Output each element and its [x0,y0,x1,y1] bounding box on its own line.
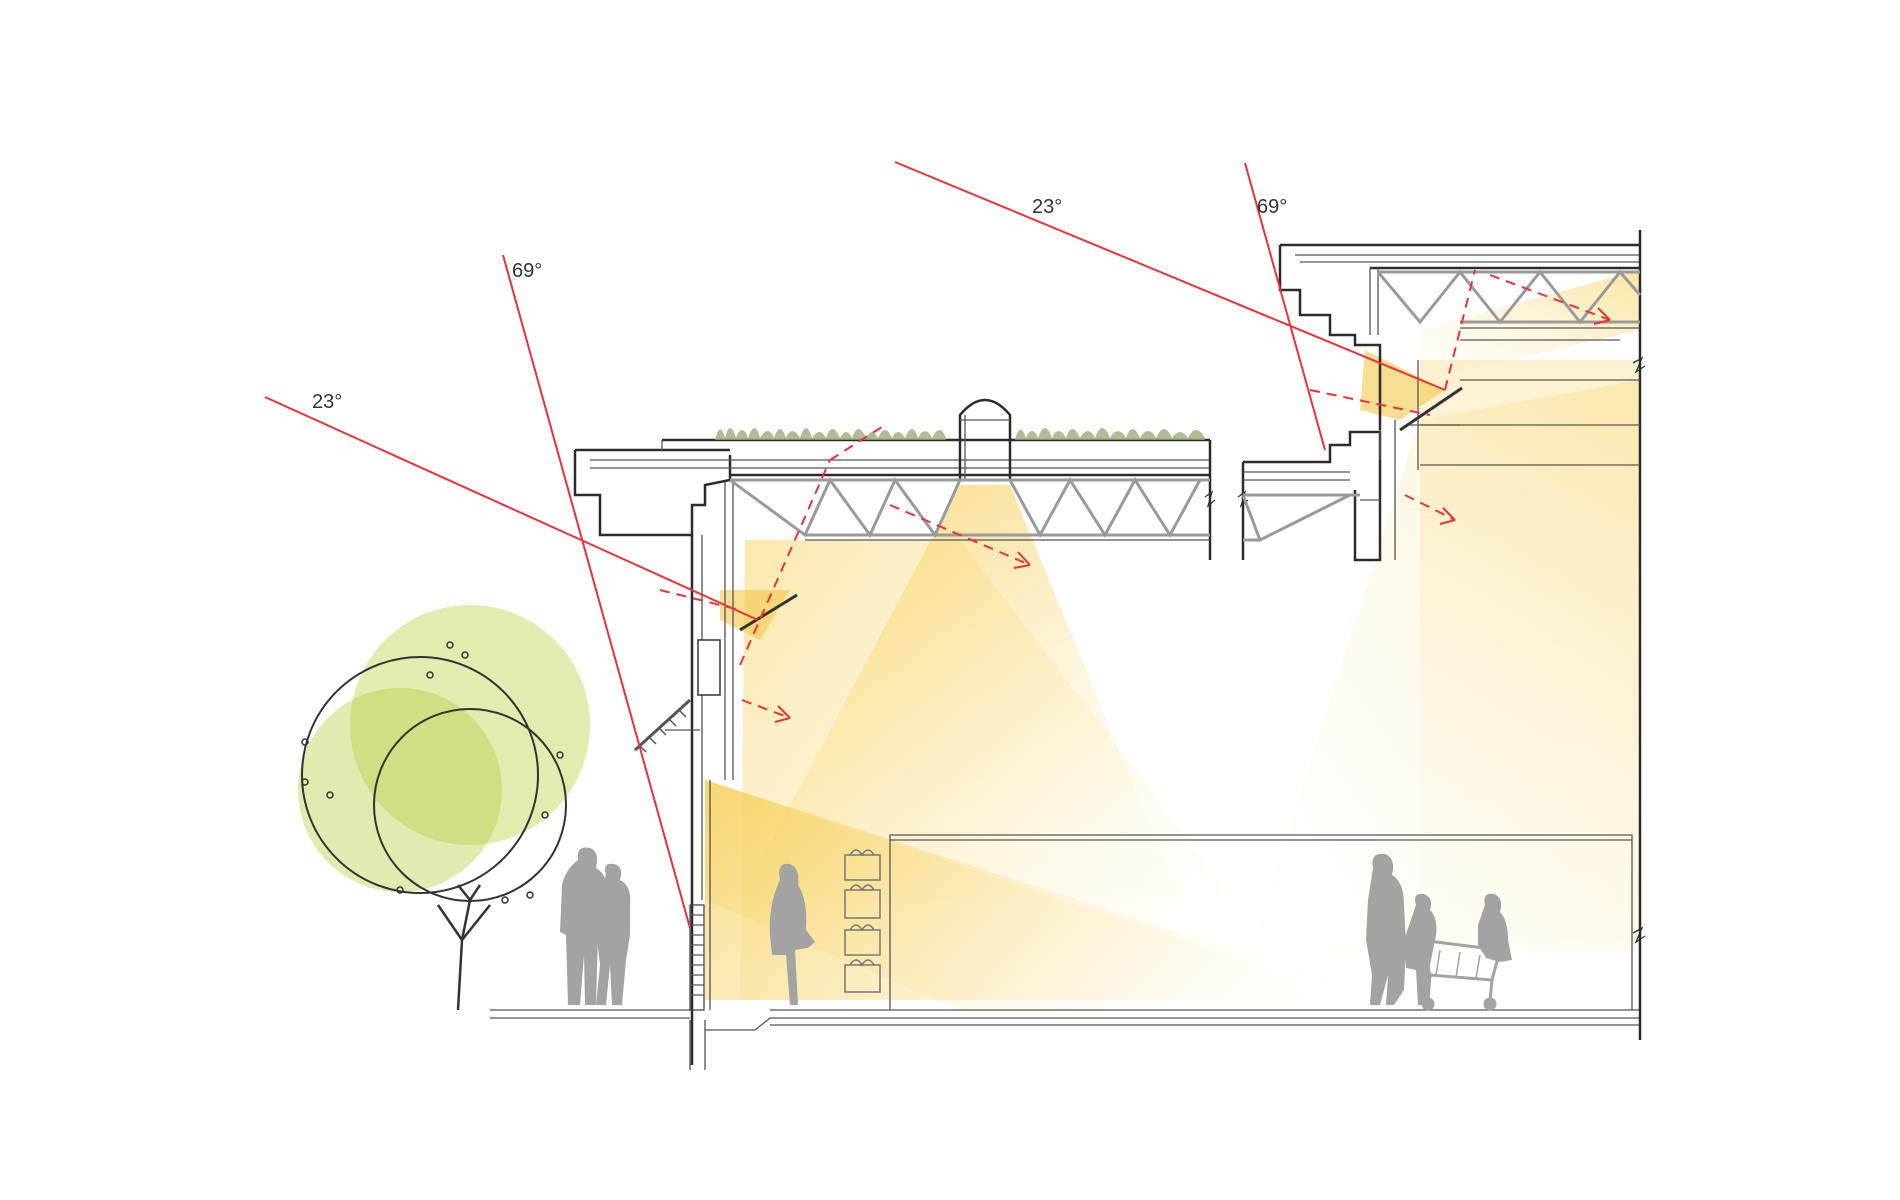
outdoor-person-man [560,847,608,1005]
left-low-ray-interior [741,699,791,719]
shopper-standing [1366,853,1406,1005]
arrowhead-right-low [1439,507,1456,525]
arrowhead-left-high [1013,551,1031,569]
right-low-ray [894,161,1446,391]
left-high-ray [502,254,691,929]
left-high-ray-interior [889,504,1031,566]
ground-and-slab [490,1009,1640,1070]
right-high-ray-up [1444,269,1476,391]
wall-mechanical-box [697,639,721,696]
right-high-ray-roof [1489,274,1611,321]
right-low-angle-label: 23° [1032,196,1062,218]
right-side-glow [1250,380,1640,950]
left-wall [689,480,734,1065]
right-high-ray [1244,162,1326,451]
tree-outline-large [301,656,539,894]
arrowhead-right-high [1593,307,1611,325]
left-low-ray-reflect [659,589,741,611]
outdoor-person-woman [596,863,631,1005]
green-roof [715,428,1205,440]
person-silhouette-icon [560,847,1512,1005]
tree-icon [298,605,590,1011]
right-high-angle-label: 69° [1257,196,1287,218]
middle-roof-connector [1241,430,1382,562]
left-low-ray [264,396,759,621]
low-window-beam-wedge [705,780,1390,1010]
sun-rays [264,161,1611,929]
right-low-ray-reflect [1309,389,1431,416]
tree-canopy-front [298,688,502,892]
left-low-angle-label: 23° [312,391,342,413]
shopper-child [1404,893,1437,1005]
interior-counter [889,834,1633,1010]
skylight-dome-icon [958,398,1012,480]
left-truss [729,477,1210,541]
upper-right-roof [1278,230,1642,1040]
indoor-person-seated [769,863,815,1005]
left-high-ray-up [739,459,831,666]
left-high-angle-label: 69° [512,260,542,282]
shopper-seated [1478,893,1512,962]
left-high-ray-roof [829,424,886,461]
shelving-units [844,849,881,993]
tree-fruit-dots [301,641,564,904]
right-low-ray-interior [1404,494,1456,521]
left-clerestory-wedge [720,590,790,640]
upper-truss-beam [1420,270,1640,380]
right-truss [1376,269,1642,341]
left-light-shelf [739,593,798,632]
left-exterior-louver [633,698,700,753]
brick-base [689,904,705,1011]
shopping-cart-icon [1417,938,1502,1011]
right-light-shelf [1399,386,1463,432]
arrowhead-left-low [774,705,791,723]
tree-trunk [436,884,491,1011]
tree-canopy-back [350,605,590,845]
